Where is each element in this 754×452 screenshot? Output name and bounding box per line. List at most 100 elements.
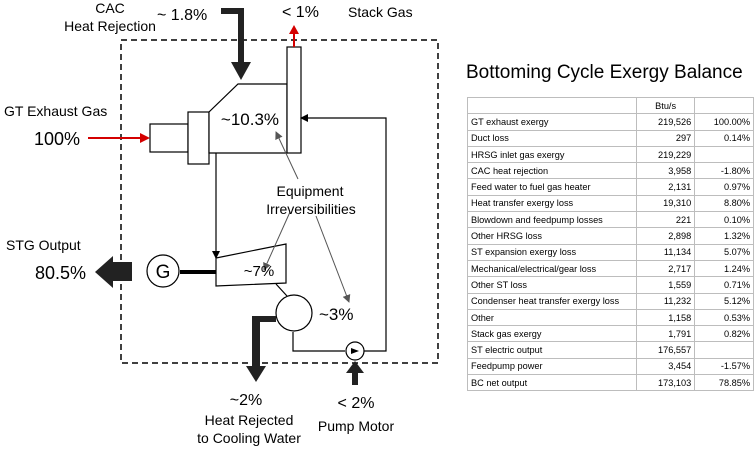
row-btu-cell: 2,717 <box>635 259 696 278</box>
table-header-row: Btu/s <box>467 96 754 115</box>
row-btu-cell: 1,559 <box>635 276 696 294</box>
cac-percent: ~ 1.8% <box>157 7 207 24</box>
row-pct-cell: -1.80% <box>694 162 754 180</box>
cac-title-line2: Heat Rejection <box>64 18 156 34</box>
row-label-cell: Heat transfer exergy loss <box>467 194 637 213</box>
row-btu-cell: 11,134 <box>635 243 696 261</box>
cooling-label-line1: Heat Rejected <box>205 412 294 428</box>
row-pct-cell: 1.32% <box>694 227 754 245</box>
condenser-to-pump-line <box>292 332 345 352</box>
row-label-cell: Mechanical/electrical/gear loss <box>467 259 637 278</box>
turbine-exhaust-line <box>275 283 288 297</box>
row-pct-cell: 0.97% <box>694 178 754 196</box>
stg-output-arrow <box>95 256 132 288</box>
row-btu-cell: 3,454 <box>635 357 696 376</box>
row-label-cell: ST expansion exergy loss <box>467 243 637 261</box>
header-btu-cell: Btu/s <box>635 96 696 115</box>
row-btu-cell: 219,229 <box>635 145 696 164</box>
cooling-label-line2: to Cooling Water <box>197 430 301 446</box>
row-label-cell: ST electric output <box>467 341 637 359</box>
row-label-cell: GT exhaust exergy <box>467 113 637 131</box>
row-pct-cell: 100.00% <box>694 113 754 131</box>
generator <box>146 254 180 288</box>
duct-transition <box>187 111 210 165</box>
gt-exhaust-percent: 100% <box>34 129 80 149</box>
gt-exhaust-arrowhead <box>140 133 150 143</box>
row-btu-cell: 297 <box>635 129 696 147</box>
row-label-cell: HRSG inlet gas exergy <box>467 145 637 164</box>
row-pct-cell <box>694 145 754 164</box>
row-btu-cell: 173,103 <box>635 374 696 392</box>
equipment-label-line1: Equipment <box>277 183 344 199</box>
pump-motor-arrow <box>346 361 364 385</box>
condenser-percent: ~3% <box>319 305 354 324</box>
pump-motor-label: Pump Motor <box>318 418 395 434</box>
stg-output-percent: 80.5% <box>35 263 86 283</box>
row-pct-cell: 5.12% <box>694 292 754 310</box>
row-pct-cell: 0.53% <box>694 308 754 327</box>
header-pct-cell <box>694 96 754 115</box>
cooling-percent: ~2% <box>230 392 262 409</box>
row-btu-cell: 2,898 <box>635 227 696 245</box>
row-btu-cell: 219,526 <box>635 113 696 131</box>
row-label-cell: Condenser heat transfer exergy loss <box>467 292 637 310</box>
generator-symbol: G <box>156 262 171 283</box>
condenser <box>275 294 313 332</box>
row-label-cell: Feed water to fuel gas heater <box>467 178 637 196</box>
row-pct-cell: 5.07% <box>694 243 754 261</box>
balance-table-title: Bottoming Cycle Exergy Balance <box>466 62 743 83</box>
row-label-cell: BC net output <box>467 374 637 392</box>
stg-output-label: STG Output <box>6 237 81 253</box>
turbine-percent: ~7% <box>244 263 274 280</box>
row-pct-cell: 0.14% <box>694 129 754 147</box>
irreversibility-pointer-turbine <box>263 211 291 271</box>
row-label-cell: Other ST loss <box>467 276 637 294</box>
hrsg-percent: ~10.3% <box>221 110 279 129</box>
stack-percent: < 1% <box>282 4 319 21</box>
cooling-water-arrow <box>246 316 276 382</box>
feed-pump-symbol <box>351 348 359 354</box>
row-pct-cell: 0.71% <box>694 276 754 294</box>
row-label-cell: Other HRSG loss <box>467 227 637 245</box>
row-btu-cell: 176,557 <box>635 341 696 359</box>
row-label-cell: Stack gas exergy <box>467 325 637 343</box>
row-pct-cell: -1.57% <box>694 357 754 376</box>
row-pct-cell: 78.85% <box>694 374 754 392</box>
row-pct-cell: 0.82% <box>694 325 754 343</box>
row-btu-cell: 11,232 <box>635 292 696 310</box>
row-label-cell: Duct loss <box>467 129 637 147</box>
row-btu-cell: 2,131 <box>635 178 696 196</box>
row-label-cell: Blowdown and feedpump losses <box>467 211 637 229</box>
cac-title-line1: CAC <box>95 0 125 16</box>
row-pct-cell: 0.10% <box>694 211 754 229</box>
row-pct-cell: 1.24% <box>694 259 754 278</box>
row-btu-cell: 221 <box>635 211 696 229</box>
row-btu-cell: 19,310 <box>635 194 696 213</box>
row-pct-cell <box>694 341 754 359</box>
pump-percent: < 2% <box>338 395 375 412</box>
row-label-cell: Other <box>467 308 637 327</box>
row-btu-cell: 1,158 <box>635 308 696 327</box>
irreversibility-pointer-condenser <box>315 215 351 303</box>
row-label-cell: Feedpump power <box>467 357 637 376</box>
equipment-label-line2: Irreversibilities <box>266 201 355 217</box>
